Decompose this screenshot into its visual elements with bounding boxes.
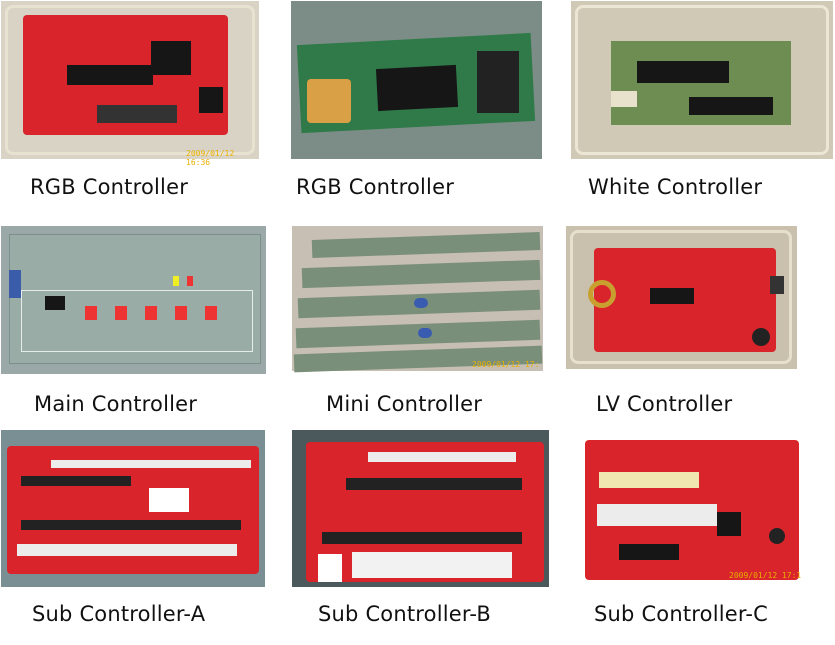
photo-timestamp: 2009/01/12 17: bbox=[472, 360, 540, 369]
main-controller-photo bbox=[1, 226, 266, 374]
photo-timestamp: 2009/01/12 17:1 bbox=[729, 571, 802, 580]
white-controller-photo bbox=[571, 1, 833, 159]
mini-controller-photo: 2009/01/12 17: bbox=[292, 226, 543, 373]
caption-main-controller: Main Controller bbox=[34, 392, 198, 416]
caption-rgb-controller-2: RGB Controller bbox=[296, 175, 455, 199]
lv-controller-photo bbox=[566, 226, 797, 369]
photo-timestamp: 2009/01/12 16:36 bbox=[186, 149, 235, 167]
caption-lv-controller: LV Controller bbox=[596, 392, 733, 416]
rgb-controller-photo-2 bbox=[291, 1, 542, 159]
rgb-controller-photo-1: 2009/01/12 16:36 bbox=[1, 1, 259, 167]
sub-controller-b-photo bbox=[292, 430, 549, 587]
sub-controller-a-photo bbox=[1, 430, 265, 587]
sub-controller-c-photo: 2009/01/12 17:1 bbox=[579, 430, 805, 587]
caption-white-controller: White Controller bbox=[588, 175, 763, 199]
caption-mini-controller: Mini Controller bbox=[326, 392, 483, 416]
caption-rgb-controller-1: RGB Controller bbox=[30, 175, 189, 199]
caption-sub-controller-c: Sub Controller-C bbox=[594, 602, 769, 626]
caption-sub-controller-b: Sub Controller-B bbox=[318, 602, 492, 626]
caption-sub-controller-a: Sub Controller-A bbox=[32, 602, 206, 626]
